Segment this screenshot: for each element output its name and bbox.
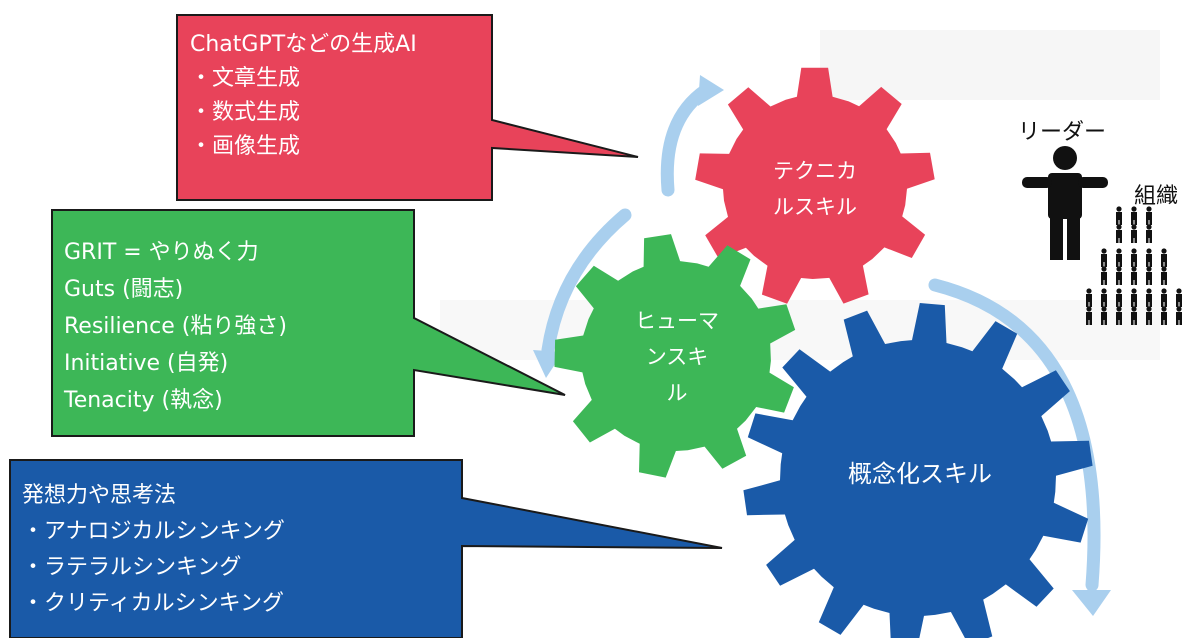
org-member-icon: [1161, 248, 1167, 267]
org-member-icon: [1116, 206, 1122, 225]
arrow-to-human: [541, 208, 632, 357]
arrowhead-technical: [698, 75, 724, 106]
callout-ai-item: ・文章生成: [190, 66, 301, 91]
organization-label: 組織: [1134, 184, 1179, 209]
gear-technical-line: テクニカ: [773, 159, 857, 183]
arrow-to-technical: [660, 83, 713, 197]
leader-label: リーダー: [1018, 120, 1107, 145]
callout-grit: [51, 209, 566, 437]
callout-grit-line: GRIT = やりぬく力: [64, 240, 259, 265]
org-member-icon: [1161, 266, 1167, 285]
callout-ai-item: ・数式生成: [190, 100, 301, 125]
gear-technical-line: ルスキル: [773, 195, 857, 219]
gear-conceptual: [743, 303, 1093, 638]
callout-grit-line: Initiative (自発): [64, 351, 229, 376]
org-member-icon: [1146, 224, 1152, 243]
org-member-icon: [1176, 306, 1182, 325]
org-member-icon: [1146, 266, 1152, 285]
callout-ai-item: ・画像生成: [190, 134, 301, 159]
callout-thinking-title: 発想力や思考法: [22, 483, 177, 508]
callout-ai: [176, 14, 639, 201]
callout-grit-line: Tenacity (執念): [64, 388, 223, 413]
callout-thinking-item: ・クリティカルシンキング: [22, 591, 285, 616]
gear-technical: [695, 67, 935, 304]
callout-grit-line: Resilience (粘り強さ): [64, 314, 287, 339]
gear-conceptual-line: 概念化スキル: [848, 460, 992, 488]
gear-human-label: ヒューマ ンスキ ル: [612, 303, 742, 411]
org-member-icon: [1131, 224, 1137, 243]
org-member-icon: [1116, 266, 1122, 285]
org-member-icon: [1131, 266, 1137, 285]
gear-human-line: ル: [666, 381, 688, 405]
callout-grit-line: Guts (闘志): [64, 277, 184, 302]
callout-thinking-text: 発想力や思考法 ・アナロジカルシンキング ・ラテラルシンキング ・クリティカルシ…: [22, 478, 285, 622]
org-member-icon: [1101, 248, 1107, 267]
gear-human-line: ヒューマ: [635, 309, 719, 333]
org-member-icon: [1116, 224, 1122, 243]
org-member-icon: [1146, 248, 1152, 267]
org-member-icon: [1176, 288, 1182, 307]
callout-ai-text: ChatGPTなどの生成AI ・文章生成 ・数式生成 ・画像生成: [190, 28, 417, 164]
org-member-icon: [1101, 266, 1107, 285]
callout-thinking-item: ・アナロジカルシンキング: [22, 519, 285, 544]
gear-human: [554, 234, 796, 478]
arrowhead-conceptual: [1072, 590, 1111, 616]
org-member-icon: [1116, 248, 1122, 267]
callout-ai-title: ChatGPTなどの生成AI: [190, 32, 417, 57]
gear-technical-label: テクニカ ルスキル: [750, 153, 880, 225]
gear-conceptual-label: 概念化スキル: [820, 456, 1020, 492]
callout-grit-text: GRIT = やりぬく力 Guts (闘志) Resilience (粘り強さ)…: [64, 234, 287, 419]
callout-thinking: [9, 459, 723, 638]
org-member-icon: [1131, 248, 1137, 267]
gear-human-line: ンスキ: [645, 345, 709, 369]
org-member-icon: [1161, 288, 1167, 307]
callout-thinking-item: ・ラテラルシンキング: [22, 555, 242, 580]
org-member-icon: [1161, 306, 1167, 325]
person-icon: [1022, 146, 1108, 260]
